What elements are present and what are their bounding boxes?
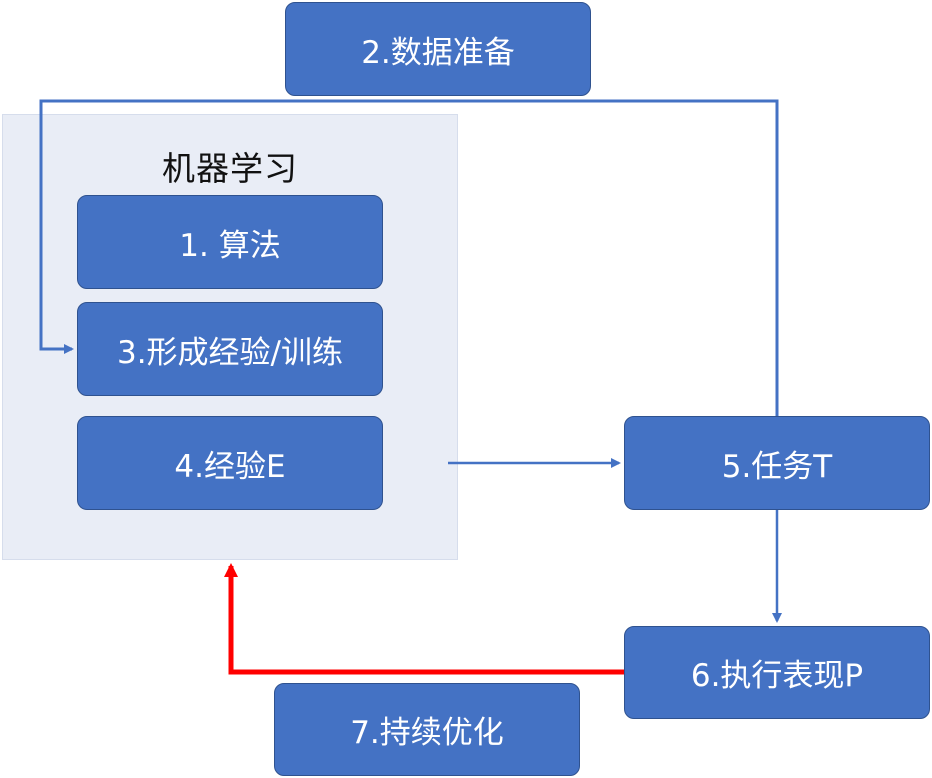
node-training[interactable]: 3.形成经验/训练 bbox=[77, 302, 383, 396]
group-title: 机器学习 bbox=[162, 149, 298, 188]
node-performance[interactable]: 6.执行表现P bbox=[624, 626, 930, 719]
node-algorithm[interactable]: 1. 算法 bbox=[77, 195, 383, 289]
node-data-preparation[interactable]: 2.数据准备 bbox=[285, 2, 591, 96]
connector-feedback bbox=[224, 563, 624, 675]
node-experience[interactable]: 4.经验E bbox=[77, 416, 383, 510]
node-task[interactable]: 5.任务T bbox=[624, 416, 930, 510]
connector-data-to-training bbox=[39, 99, 779, 416]
node-optimization[interactable]: 7.持续优化 bbox=[274, 683, 580, 776]
